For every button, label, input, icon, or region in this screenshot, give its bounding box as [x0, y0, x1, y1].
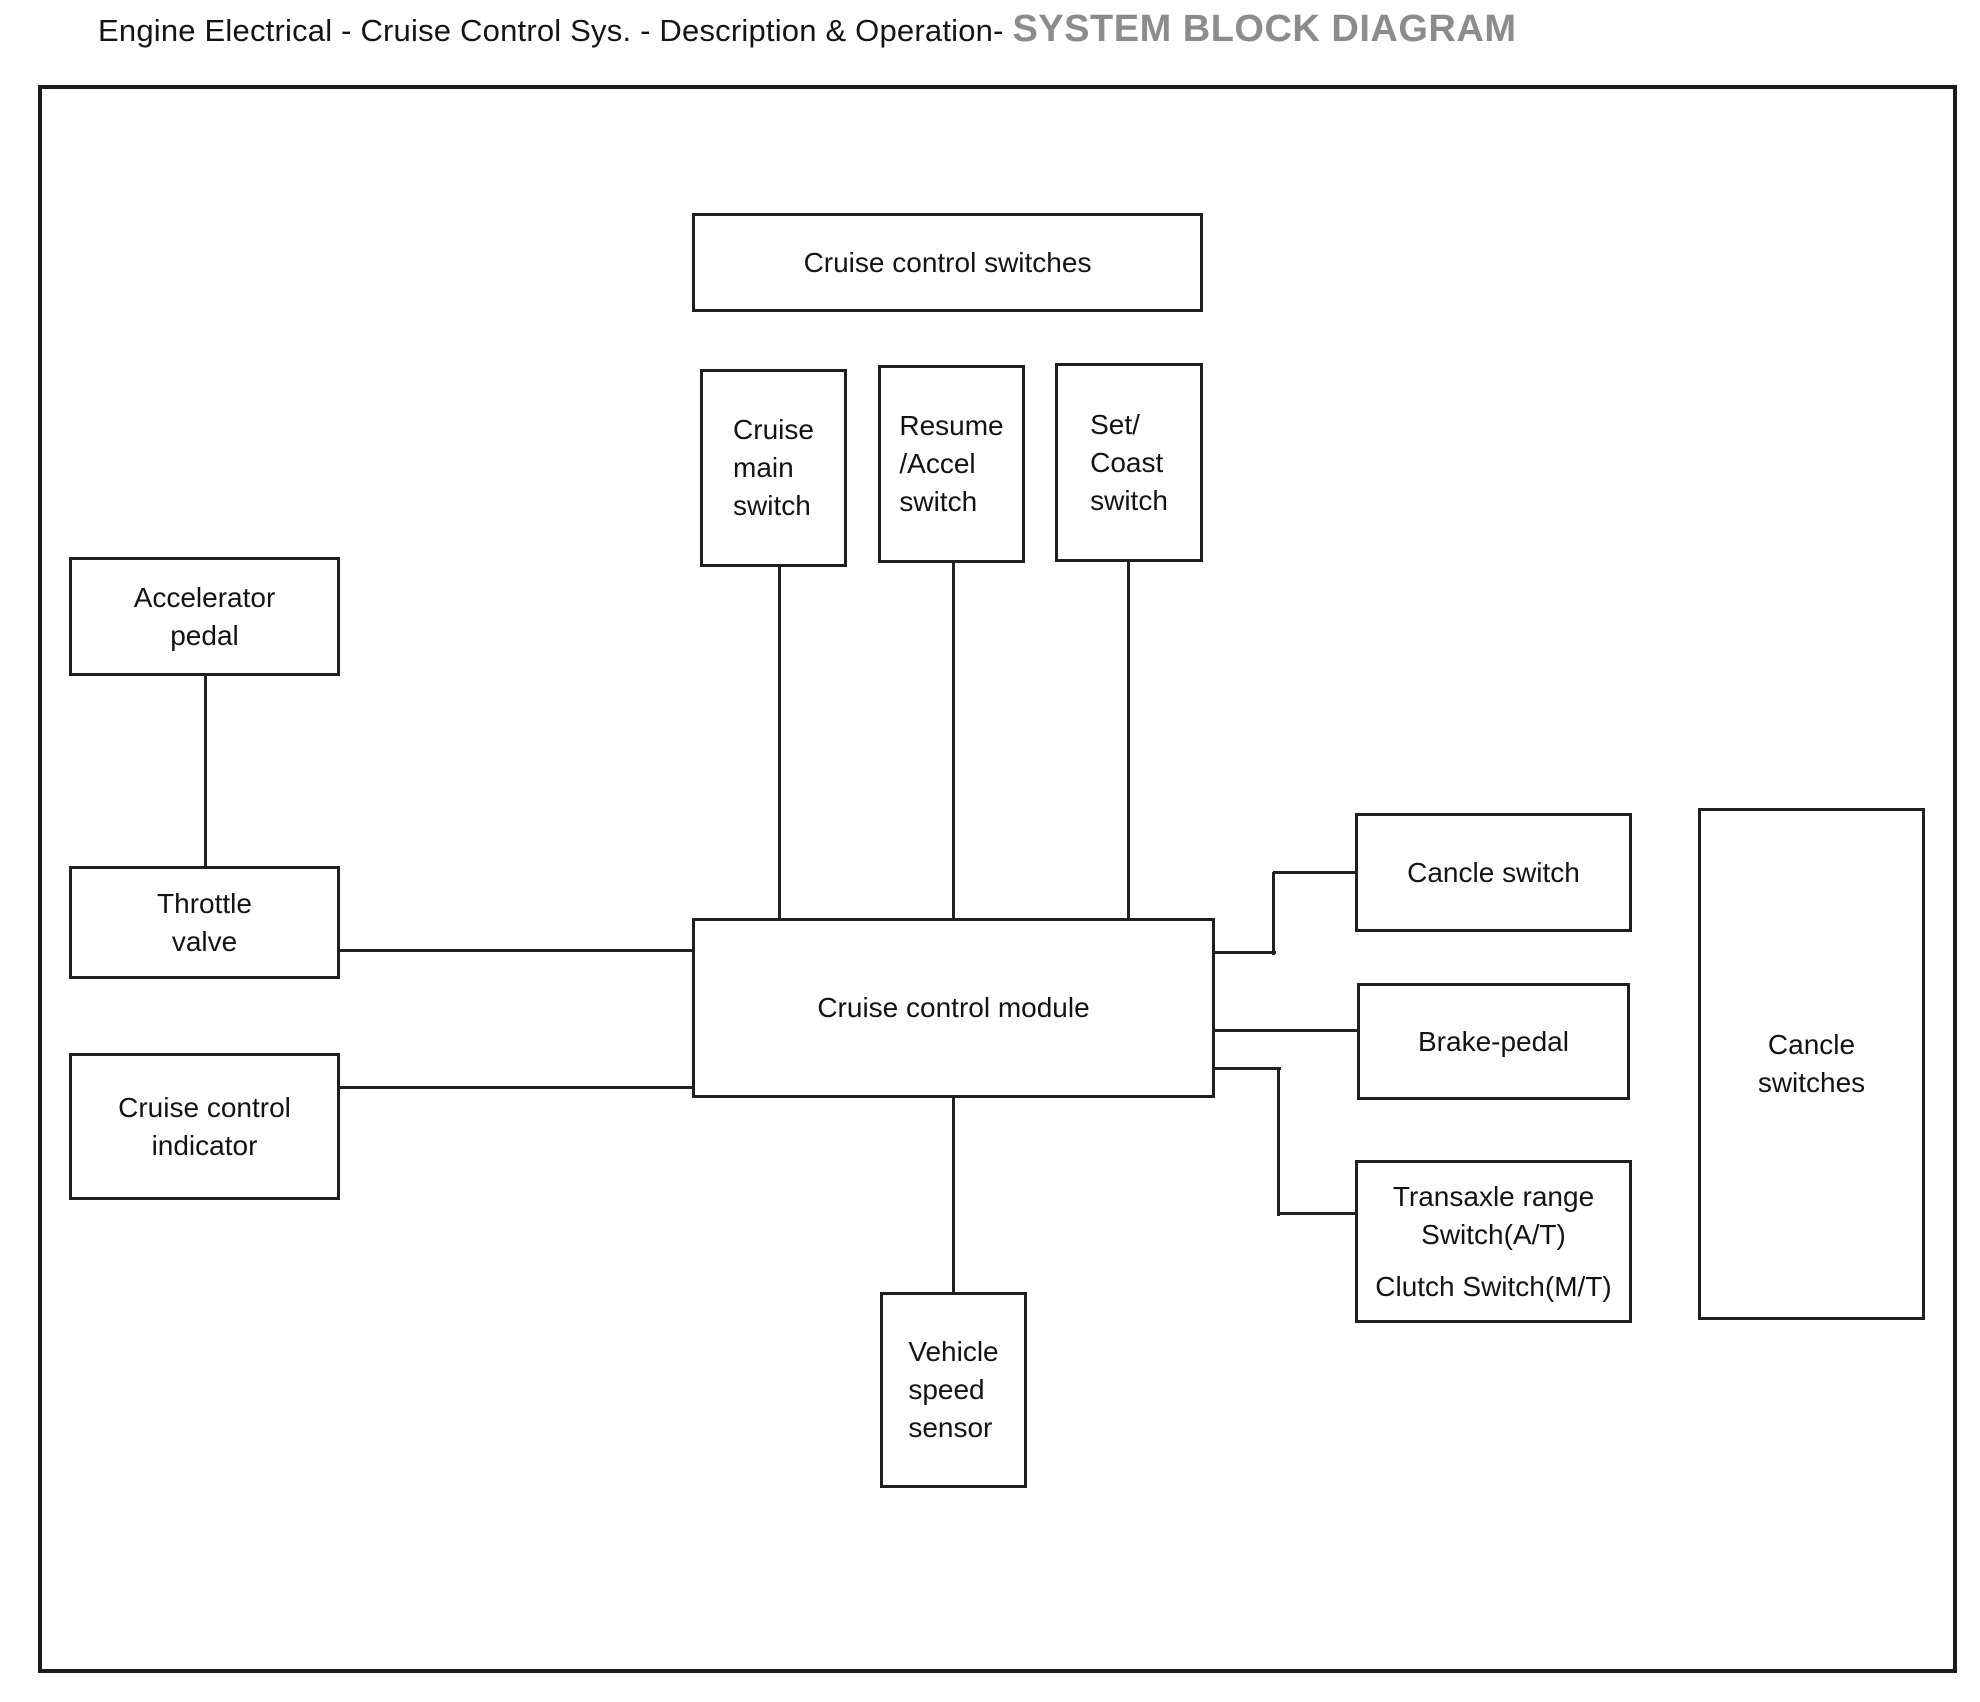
vehicle-speed-sensor-label: Vehicle speed sensor	[908, 1336, 999, 1443]
diagram-box-cancle-switches: Cancle switches	[1698, 808, 1925, 1320]
connector-module-to-transaxle-h1	[1215, 1066, 1281, 1070]
cruise-control-indicator-label: Cruise control indicator	[118, 1091, 291, 1161]
page-title: Engine Electrical - Cruise Control Sys. …	[98, 8, 1516, 51]
cruise-main-switch-label: Cruise main switch	[733, 414, 814, 521]
resume-accel-switch-label: Resume /Accel switch	[899, 410, 1004, 517]
connector-module-to-cancle-v	[1271, 872, 1275, 955]
transaxle-clutch-switch-label: Transaxle range Switch(A/T)	[1392, 1180, 1595, 1250]
brake-pedal-label: Brake-pedal	[1418, 1025, 1569, 1057]
connector-indicator-to-module	[340, 1085, 692, 1089]
page-title-emphasis: SYSTEM BLOCK DIAGRAM	[1012, 8, 1517, 50]
diagram-box-cancle-switch: Cancle switch	[1355, 813, 1632, 932]
transaxle-clutch-switch-label-2: Clutch Switch(M/T)	[1375, 1270, 1612, 1302]
diagram-box-cruise-control-module: Cruise control module	[692, 918, 1215, 1098]
connector-set-coast-to-module	[1126, 562, 1130, 918]
throttle-valve-label: Throttle valve	[157, 887, 252, 957]
diagram-box-cruise-main-switch: Cruise main switch	[700, 369, 847, 567]
connector-module-to-transaxle-v	[1276, 1068, 1280, 1216]
connector-resume-switch-to-module	[951, 563, 955, 918]
diagram-box-set-coast-switch: Set/ Coast switch	[1055, 363, 1203, 562]
set-coast-switch-label: Set/ Coast switch	[1090, 408, 1168, 516]
connector-throttle-to-module	[340, 948, 692, 952]
connector-module-to-speed-sensor	[951, 1098, 955, 1292]
connector-accel-to-throttle	[203, 676, 207, 866]
connector-module-to-transaxle-h2	[1278, 1211, 1355, 1215]
cruise-control-switches-label: Cruise control switches	[803, 246, 1092, 278]
connector-module-to-brake	[1215, 1028, 1357, 1032]
diagram-box-transaxle-clutch-switch: Transaxle range Switch(A/T) Clutch Switch…	[1355, 1160, 1632, 1323]
diagram-box-brake-pedal: Brake-pedal	[1357, 983, 1630, 1100]
diagram-box-vehicle-speed-sensor: Vehicle speed sensor	[880, 1292, 1027, 1488]
accelerator-pedal-label: Accelerator pedal	[133, 581, 276, 651]
page-title-text: Engine Electrical - Cruise Control Sys. …	[98, 13, 1013, 48]
diagram-box-cruise-control-switches: Cruise control switches	[692, 213, 1203, 312]
diagram-box-throttle-valve: Throttle valve	[69, 866, 340, 979]
diagram-box-accelerator-pedal: Accelerator pedal	[69, 557, 340, 676]
connector-module-to-cancle-h1	[1215, 950, 1276, 954]
cancle-switches-label: Cancle switches	[1757, 1029, 1866, 1098]
diagram-box-cruise-control-indicator: Cruise control indicator	[69, 1053, 340, 1200]
connector-module-to-cancle-h2	[1273, 870, 1355, 874]
diagram-box-resume-accel-switch: Resume /Accel switch	[878, 365, 1025, 563]
cruise-control-module-label: Cruise control module	[817, 992, 1090, 1023]
cancle-switch-label: Cancle switch	[1407, 856, 1580, 888]
connector-main-switch-to-module	[777, 567, 781, 918]
